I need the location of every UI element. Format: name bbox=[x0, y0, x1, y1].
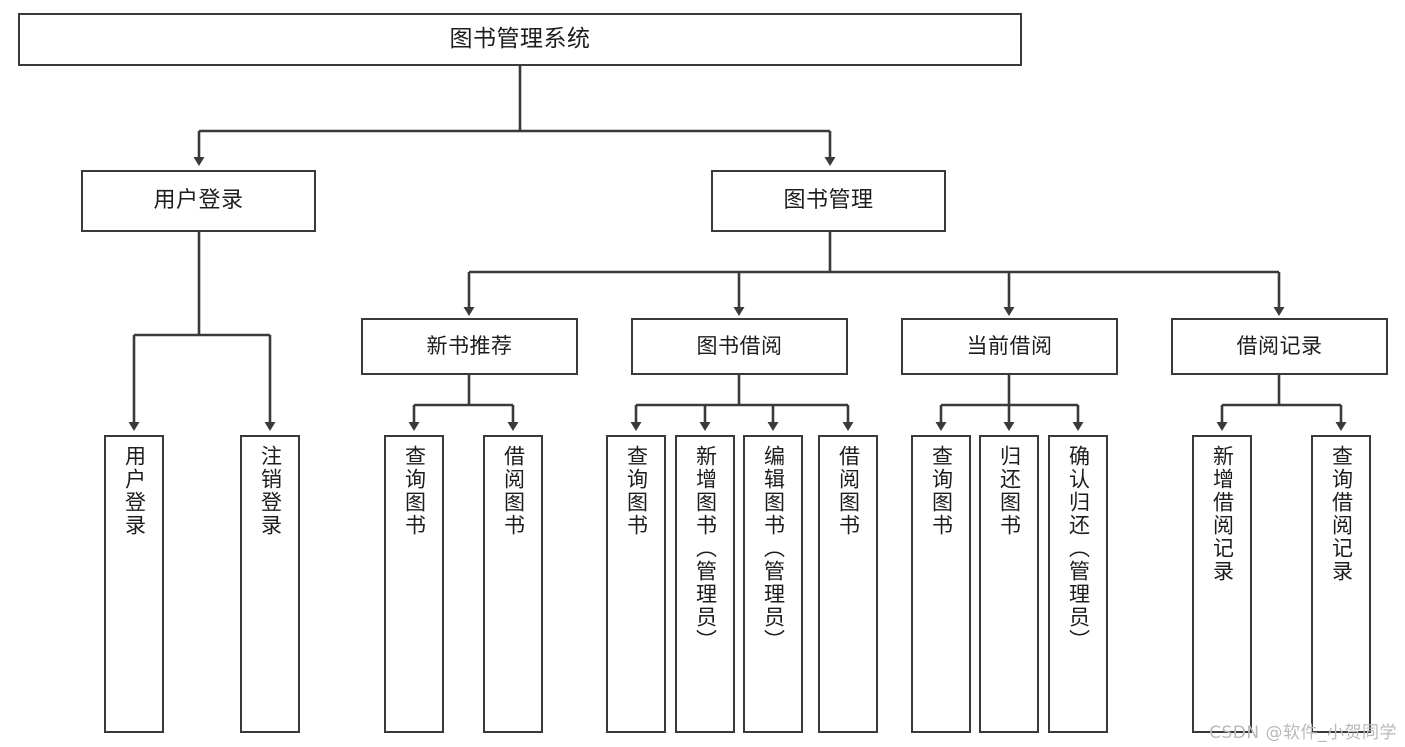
leaf-borrow-book[interactable]: 借阅图书 bbox=[818, 435, 878, 733]
node-book-borrow[interactable]: 图书借阅 bbox=[631, 318, 848, 375]
leaf-add-borrow-record[interactable]: 新增借阅记录 bbox=[1192, 435, 1252, 733]
node-label: 新增图书（管理员） bbox=[693, 445, 718, 652]
node-label: 新书推荐 bbox=[426, 333, 513, 358]
node-label: 图书管理 bbox=[783, 187, 874, 213]
leaf-query-book-borrow[interactable]: 查询图书 bbox=[606, 435, 666, 733]
leaf-add-book-admin[interactable]: 新增图书（管理员） bbox=[675, 435, 735, 733]
watermark: CSDN @软件_小贺同学 bbox=[1209, 723, 1397, 743]
node-root-system[interactable]: 图书管理系统 bbox=[18, 13, 1022, 66]
node-book-management[interactable]: 图书管理 bbox=[711, 170, 946, 232]
node-label: 用户登录 bbox=[122, 445, 147, 537]
leaf-borrow-book-new[interactable]: 借阅图书 bbox=[483, 435, 543, 733]
leaf-query-borrow-record[interactable]: 查询借阅记录 bbox=[1311, 435, 1371, 733]
node-label: 确认归还（管理员） bbox=[1066, 445, 1091, 652]
node-label: 新增借阅记录 bbox=[1210, 445, 1235, 583]
node-label: 图书管理系统 bbox=[449, 25, 591, 52]
leaf-user-login[interactable]: 用户登录 bbox=[104, 435, 164, 733]
node-label: 借阅记录 bbox=[1236, 333, 1323, 358]
node-label: 借阅图书 bbox=[501, 445, 526, 537]
leaf-return-book[interactable]: 归还图书 bbox=[979, 435, 1039, 733]
node-label: 查询图书 bbox=[624, 445, 649, 537]
leaf-query-book-current[interactable]: 查询图书 bbox=[911, 435, 971, 733]
leaf-query-book-new[interactable]: 查询图书 bbox=[384, 435, 444, 733]
node-label: 查询借阅记录 bbox=[1329, 445, 1354, 583]
node-label: 查询图书 bbox=[929, 445, 954, 537]
node-label: 查询图书 bbox=[402, 445, 427, 537]
node-label: 用户登录 bbox=[153, 187, 244, 213]
node-label: 借阅图书 bbox=[836, 445, 861, 537]
node-current-borrow[interactable]: 当前借阅 bbox=[901, 318, 1118, 375]
leaf-confirm-return-admin[interactable]: 确认归还（管理员） bbox=[1048, 435, 1108, 733]
node-borrow-record[interactable]: 借阅记录 bbox=[1171, 318, 1388, 375]
leaf-logout[interactable]: 注销登录 bbox=[240, 435, 300, 733]
node-label: 当前借阅 bbox=[966, 333, 1053, 358]
node-label: 编辑图书（管理员） bbox=[761, 445, 786, 652]
node-label: 图书借阅 bbox=[696, 333, 783, 358]
node-label: 注销登录 bbox=[258, 445, 283, 537]
leaf-edit-book-admin[interactable]: 编辑图书（管理员） bbox=[743, 435, 803, 733]
node-user-login[interactable]: 用户登录 bbox=[81, 170, 316, 232]
node-label: 归还图书 bbox=[997, 445, 1022, 537]
node-new-book-recommend[interactable]: 新书推荐 bbox=[361, 318, 578, 375]
